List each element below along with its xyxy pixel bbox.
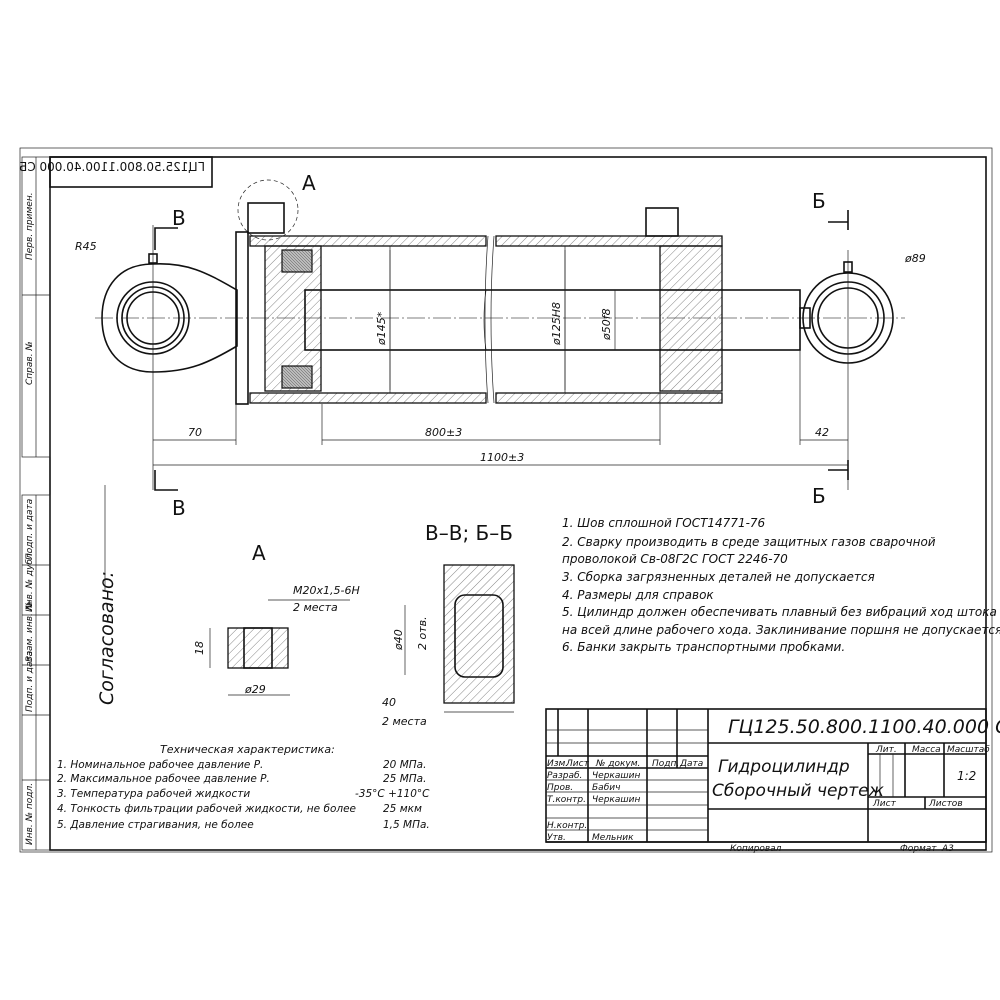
dimensions: 70 800±3 1100±3 42 R45 ø89 ø145* ø125H8 …: [75, 240, 926, 466]
strip-label: Инв. № подл.: [25, 783, 35, 845]
agreed-label: Согласовано:: [96, 571, 118, 705]
section-label-b-bottom: Б: [812, 484, 826, 508]
technical-notes: 1. Шов сплошной ГОСТ14771-76 2. Сварку п…: [562, 516, 1000, 654]
col-header: № докум.: [595, 759, 640, 769]
tech-label: 2. Максимальное рабочее давление Р.: [57, 773, 270, 785]
strip-label: Подп. и дата: [25, 651, 35, 712]
cylinder-body: [235, 179, 811, 405]
role-label: Н.контр.: [547, 821, 587, 831]
note-line: 6. Банки закрыть транспортными пробками.: [562, 640, 845, 654]
strip-label: Справ. №: [25, 341, 35, 385]
sheet-label: Лист: [872, 799, 897, 809]
strip-label: Подп. и дата: [25, 499, 35, 560]
dim-1100: 1100±3: [480, 451, 524, 464]
role-name: Черкашин: [592, 795, 640, 805]
tech-label: 3. Температура рабочей жидкости: [57, 788, 250, 800]
dim-18: 18: [193, 641, 206, 655]
scale-label: Масштаб: [947, 745, 990, 755]
tech-title: Техническая характеристика:: [160, 743, 335, 756]
right-rod-eye: [802, 261, 894, 364]
detail-a: А M20x1,5-6H 2 места 18 ø29: [193, 541, 360, 696]
title-name: Гидроцилиндр: [718, 757, 850, 777]
doc-number-box: [49, 156, 213, 188]
dim-d50: ø50f8: [600, 308, 613, 341]
role-name: Мельник: [592, 833, 634, 843]
dim-42: 42: [815, 426, 829, 439]
dim-d125: ø125H8: [550, 302, 563, 346]
note-line: 4. Размеры для справок: [562, 588, 714, 602]
tech-value: 1,5 МПа.: [383, 819, 430, 831]
tech-label: 5. Давление страгивания, не более: [57, 819, 254, 831]
sheets-label: Листов: [928, 799, 963, 809]
col-header: Дата: [679, 759, 703, 769]
section-label-v-top: В: [172, 206, 186, 230]
role-name: Бабич: [592, 783, 620, 793]
note-line: проволокой Св-08Г2С ГОСТ 2246-70: [562, 552, 788, 566]
dim-40: 40: [382, 696, 396, 709]
doc-number-rotated: ГЦ125.50.800.1100.40.000 СБ: [19, 160, 205, 174]
tech-value: 25 мкм: [383, 803, 422, 815]
section-vv-title: В–В; Б–Б: [425, 521, 513, 545]
section-label-v-bottom: В: [172, 496, 186, 520]
col-header: Подп.: [652, 759, 679, 769]
tech-value: 25 МПа.: [383, 773, 426, 785]
role-label: Пров.: [547, 783, 573, 793]
scale-value: 1:2: [957, 769, 976, 783]
left-rod-eye: [101, 253, 238, 373]
title-subname: Сборочный чертеж: [712, 781, 885, 801]
qty-label: 2 места: [382, 715, 427, 728]
tech-value: 20 МПа.: [383, 759, 426, 771]
section-label-b-top: Б: [812, 189, 826, 213]
dim-d145: ø145*: [375, 311, 388, 346]
side-strip-labels: Перв. примен. Справ. № Подп. и дата Инв.…: [25, 192, 35, 845]
sheet-frame: [19, 147, 993, 853]
holes-label: 2 отв.: [416, 616, 429, 650]
tech-label: 1. Номинальное рабочее давление Р.: [57, 759, 263, 771]
tech-label: 4. Тонкость фильтрации рабочей жидкости,…: [57, 803, 356, 815]
detail-label-a: А: [302, 171, 316, 195]
role-label: Разраб.: [547, 771, 582, 781]
note-line: 1. Шов сплошной ГОСТ14771-76: [562, 516, 766, 530]
section-vv: В–В; Б–Б ø40 2 отв. 40 2 места: [382, 521, 515, 728]
note-line: 2. Сварку производить в среде защитных г…: [562, 535, 936, 549]
dim-r45: R45: [75, 240, 97, 253]
note-line: 3. Сборка загрязненных деталей не допуск…: [562, 570, 875, 584]
thread-label: M20x1,5-6H: [293, 584, 360, 597]
section-markers: В В Б Б А: [154, 171, 849, 520]
note-line: 5. Цилиндр должен обеспечивать плавный б…: [562, 605, 997, 619]
col-header: Лист: [565, 759, 590, 769]
note-line: на всей длине рабочего хода. Заклинивани…: [562, 623, 1000, 637]
strip-label: Взам. инв. №: [25, 601, 35, 662]
lit-label: Лит.: [875, 745, 897, 755]
dim-d89: ø89: [904, 252, 926, 265]
dim-d29: ø29: [244, 683, 266, 696]
strip-label: Перв. примен.: [25, 192, 35, 260]
dim-800: 800±3: [425, 426, 462, 439]
tech-characteristics: Техническая характеристика: 1. Номинальн…: [57, 743, 430, 831]
title-doc-number: ГЦ125.50.800.1100.40.000 СБ: [728, 716, 1000, 738]
role-label: Утв.: [547, 833, 566, 843]
mass-label: Масса: [912, 745, 941, 755]
dim-d40: ø40: [392, 629, 405, 651]
detail-a-title: А: [252, 541, 266, 565]
role-name: Черкашин: [592, 771, 640, 781]
qty-label: 2 места: [293, 601, 338, 614]
role-label: Т.контр.: [547, 795, 586, 805]
copied-label: Копировал: [730, 844, 782, 854]
dim-70: 70: [188, 426, 202, 439]
tech-value: -35°С +110°С: [355, 788, 430, 800]
format-value: А3: [941, 844, 954, 854]
format-label: Формат: [900, 844, 937, 854]
strip-label: Инв. № дубл.: [25, 550, 35, 612]
col-header: Изм.: [547, 759, 568, 769]
title-block: ГЦ125.50.800.1100.40.000 СБ Гидроцилиндр…: [545, 708, 1000, 854]
